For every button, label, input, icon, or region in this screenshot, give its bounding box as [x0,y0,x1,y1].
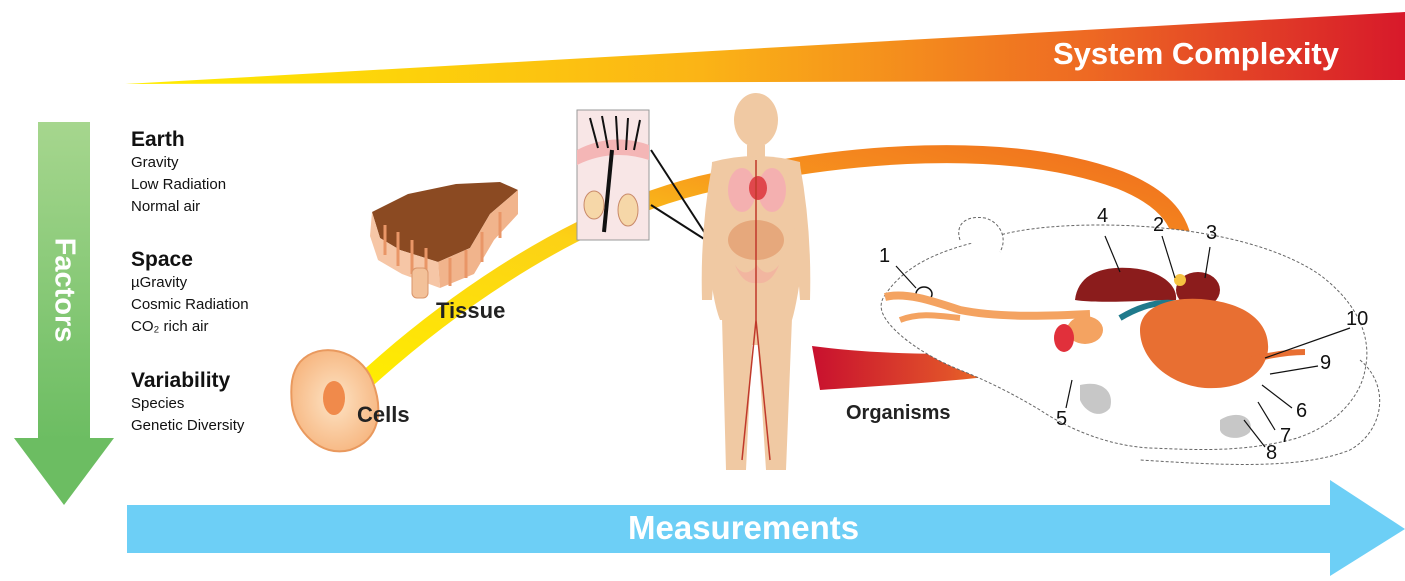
factor-group-space-title: Space [131,248,193,272]
skin-inset [577,110,712,244]
factor-group-variability-title: Variability [131,369,230,393]
organ-number-4: 4 [1097,205,1108,228]
factor-item: Gravity [131,152,179,174]
organ-number-9: 9 [1320,352,1331,375]
organ-number-2: 2 [1153,214,1164,237]
system-complexity-label: System Complexity [1053,36,1339,72]
factor-group-earth-title: Earth [131,128,185,152]
stage-label-organisms: Organisms [846,402,950,425]
factor-item: Genetic Diversity [131,415,244,437]
organ-number-5: 5 [1056,408,1067,431]
organ-number-1: 1 [879,245,890,268]
factor-item: Cosmic Radiation [131,294,249,316]
human-body-illustration [702,93,811,470]
factor-item: Normal air [131,196,200,218]
organ-number-6: 6 [1296,400,1307,423]
stage-label-cells: Cells [357,402,410,428]
measurements-label: Measurements [628,509,859,547]
organ-number-7: 7 [1280,425,1291,448]
organ-number-10: 10 [1346,308,1368,331]
organ-number-8: 8 [1266,442,1277,465]
rat-illustration [881,217,1380,464]
organ-number-3: 3 [1206,222,1217,245]
factor-item: Species [131,393,184,415]
factor-item: µGravity [131,272,187,294]
factor-item: CO₂ rich air [131,316,209,338]
factor-item: Low Radiation [131,174,226,196]
factors-label: Factors [48,238,81,343]
stage-label-tissue: Tissue [436,298,505,324]
cell-illustration [291,350,378,451]
